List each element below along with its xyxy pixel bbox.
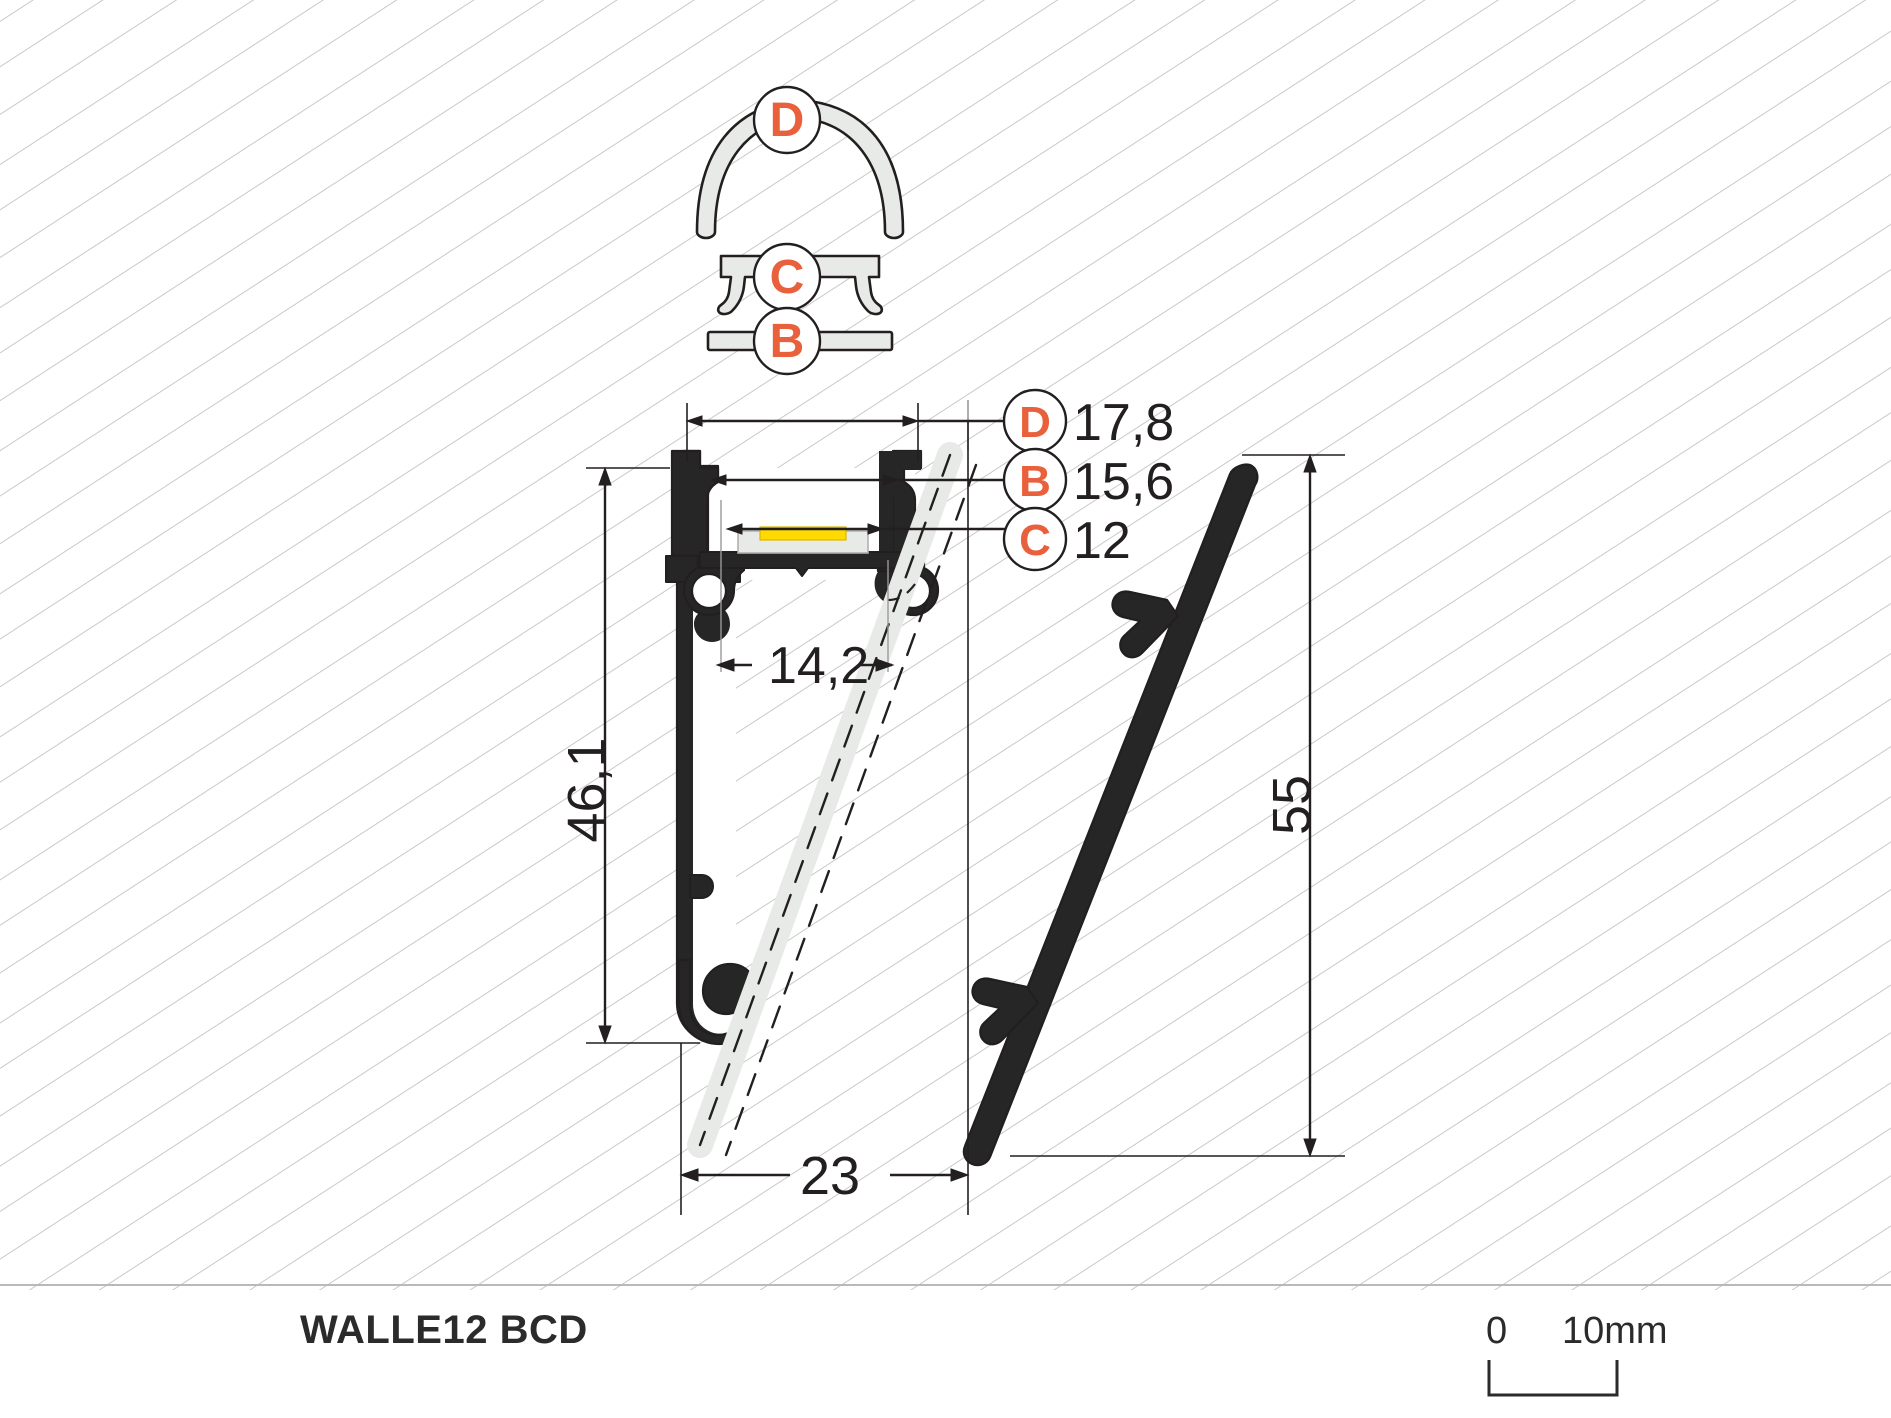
callout-b: B 15,6 — [1002, 447, 1174, 513]
dimension-23-label: 23 — [800, 1146, 860, 1206]
wall-bracket-ghost-outline — [687, 442, 978, 1158]
dimension-14-2: 14,2 — [715, 500, 895, 695]
led-chip — [759, 526, 847, 541]
scale-bar — [1487, 1360, 1619, 1397]
cover-label-d: D — [752, 85, 822, 155]
scale-start-label: 0 — [1486, 1310, 1508, 1352]
callout-d-label: D — [1019, 398, 1051, 447]
cover-label-b-text: B — [770, 315, 805, 368]
cover-label-b: B — [752, 306, 822, 376]
dimension-d-17-8 — [685, 400, 1005, 462]
dimension-55: 55 — [1010, 453, 1345, 1158]
dimension-14-2-label: 14,2 — [768, 637, 869, 695]
callout-d-value: 17,8 — [1073, 394, 1174, 452]
callout-b-label: B — [1019, 457, 1051, 506]
page-title: WALLE12 BCD — [300, 1308, 588, 1352]
cover-label-c-text: C — [770, 251, 805, 304]
callout-d: D 17,8 — [1002, 388, 1174, 454]
dimension-55-label: 55 — [1262, 775, 1322, 835]
dimension-46-1-label: 46,1 — [557, 737, 617, 842]
callout-c-value: 12 — [1073, 512, 1131, 570]
led-strip — [737, 526, 869, 554]
cover-label-c: C — [752, 242, 822, 312]
wall-mounting-bracket — [962, 463, 1259, 1167]
dimension-b-15-6 — [709, 474, 1005, 486]
dimension-46-1: 46,1 — [557, 466, 700, 1045]
cover-label-d-text: D — [770, 94, 805, 147]
dimension-23: 23 — [679, 420, 970, 1215]
scale-end-label: 10mm — [1562, 1310, 1668, 1352]
dimension-c-12 — [725, 523, 1005, 535]
callout-b-value: 15,6 — [1073, 453, 1174, 511]
callout-c-label: C — [1019, 516, 1051, 565]
callout-c: C 12 — [1002, 506, 1131, 572]
